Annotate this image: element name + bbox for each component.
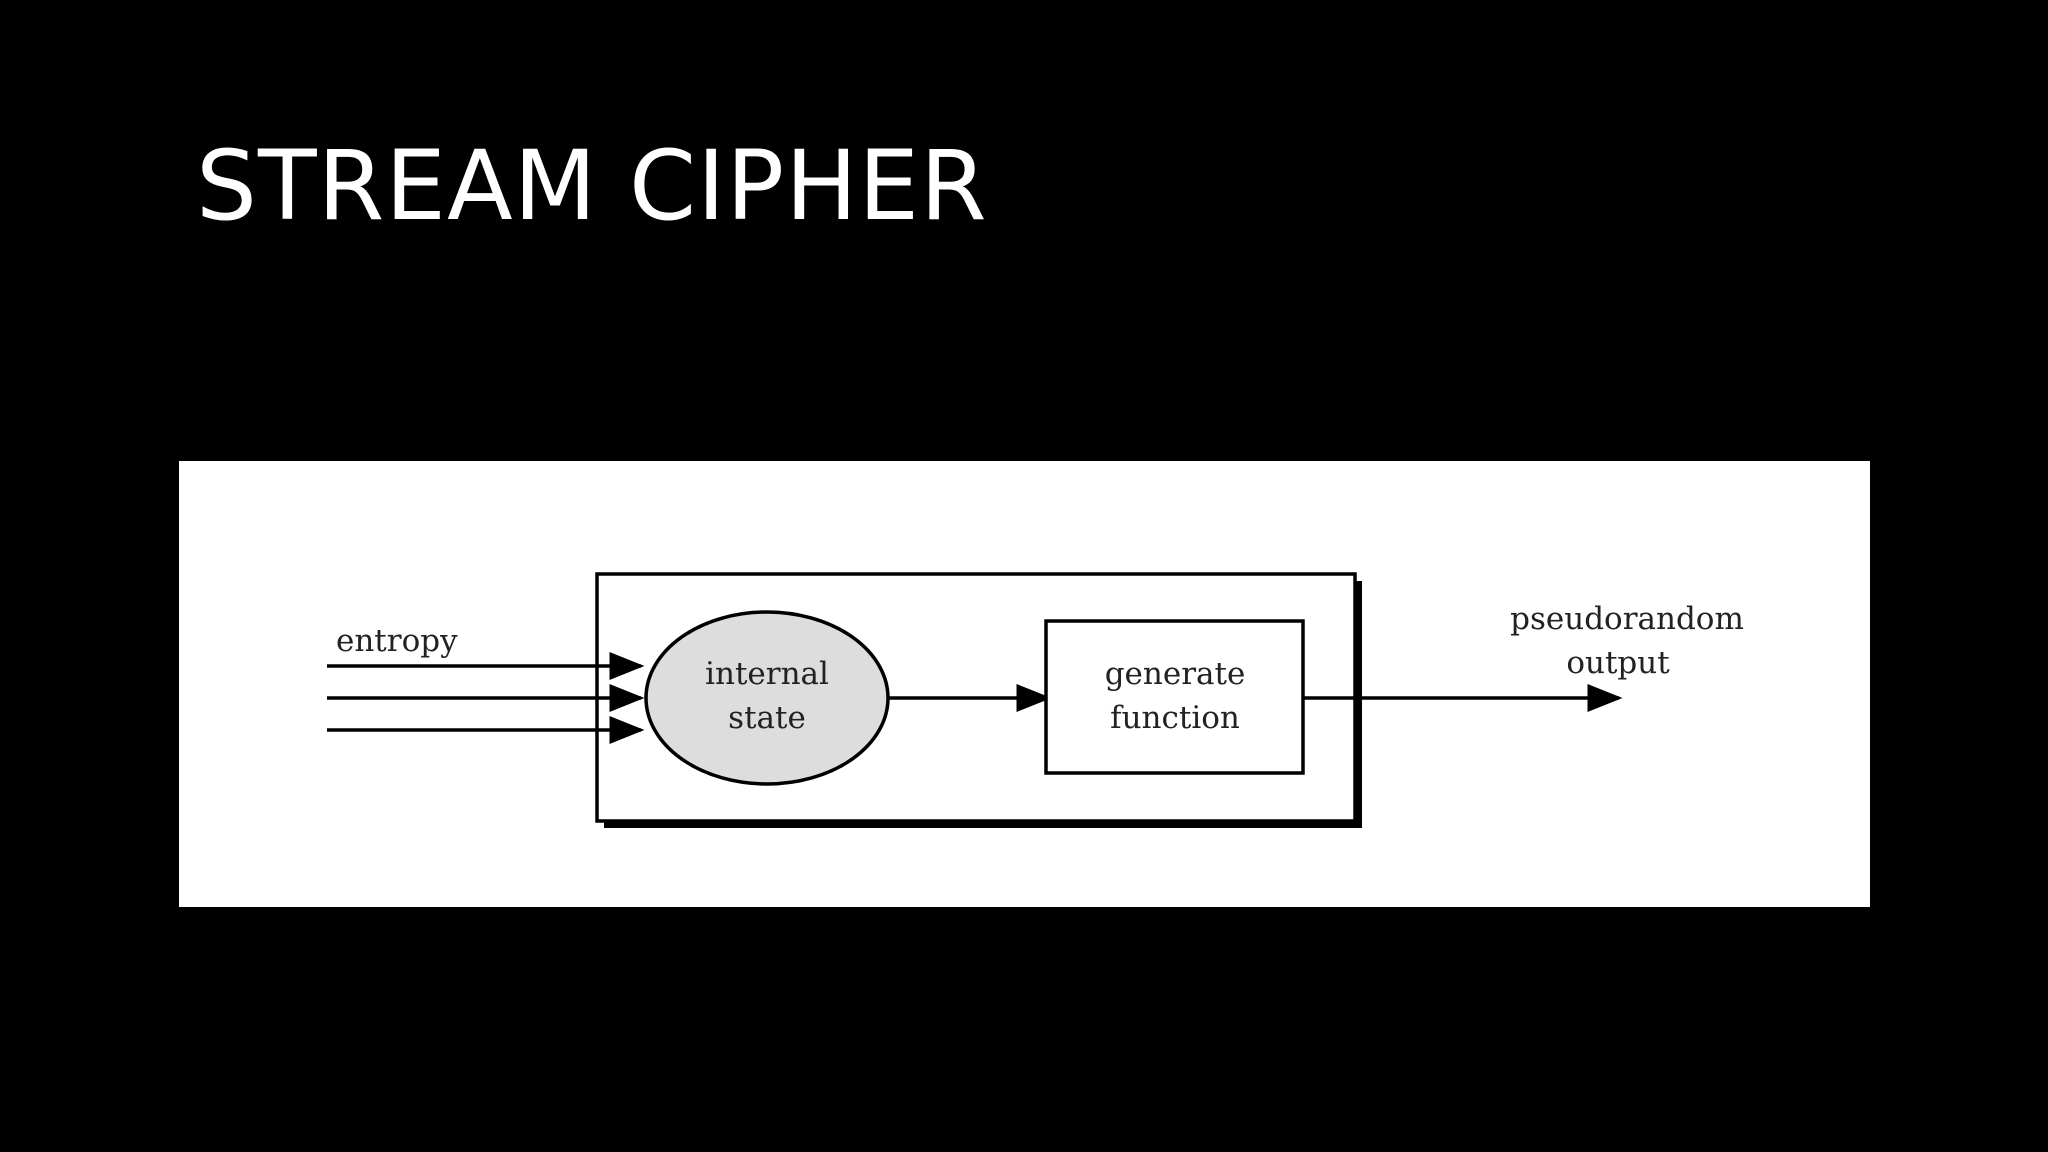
generate-function-label-line2: function [1110,700,1240,736]
entropy-label: entropy [336,623,458,659]
slide-title: STREAM CIPHER [196,130,988,242]
internal-state-label-line2: state [728,700,806,736]
internal-state-node [644,610,890,786]
diagram-panel: entropy internal state generate function… [179,461,1870,907]
pseudorandom-output-label-line1: pseudorandom [1510,601,1744,637]
generate-function-label-line1: generate [1105,656,1246,692]
generate-function-node [1044,619,1305,775]
pseudorandom-output-label-line2: output [1566,645,1670,681]
stream-cipher-diagram: entropy internal state generate function… [327,572,1744,828]
internal-state-label-line1: internal [705,656,829,692]
